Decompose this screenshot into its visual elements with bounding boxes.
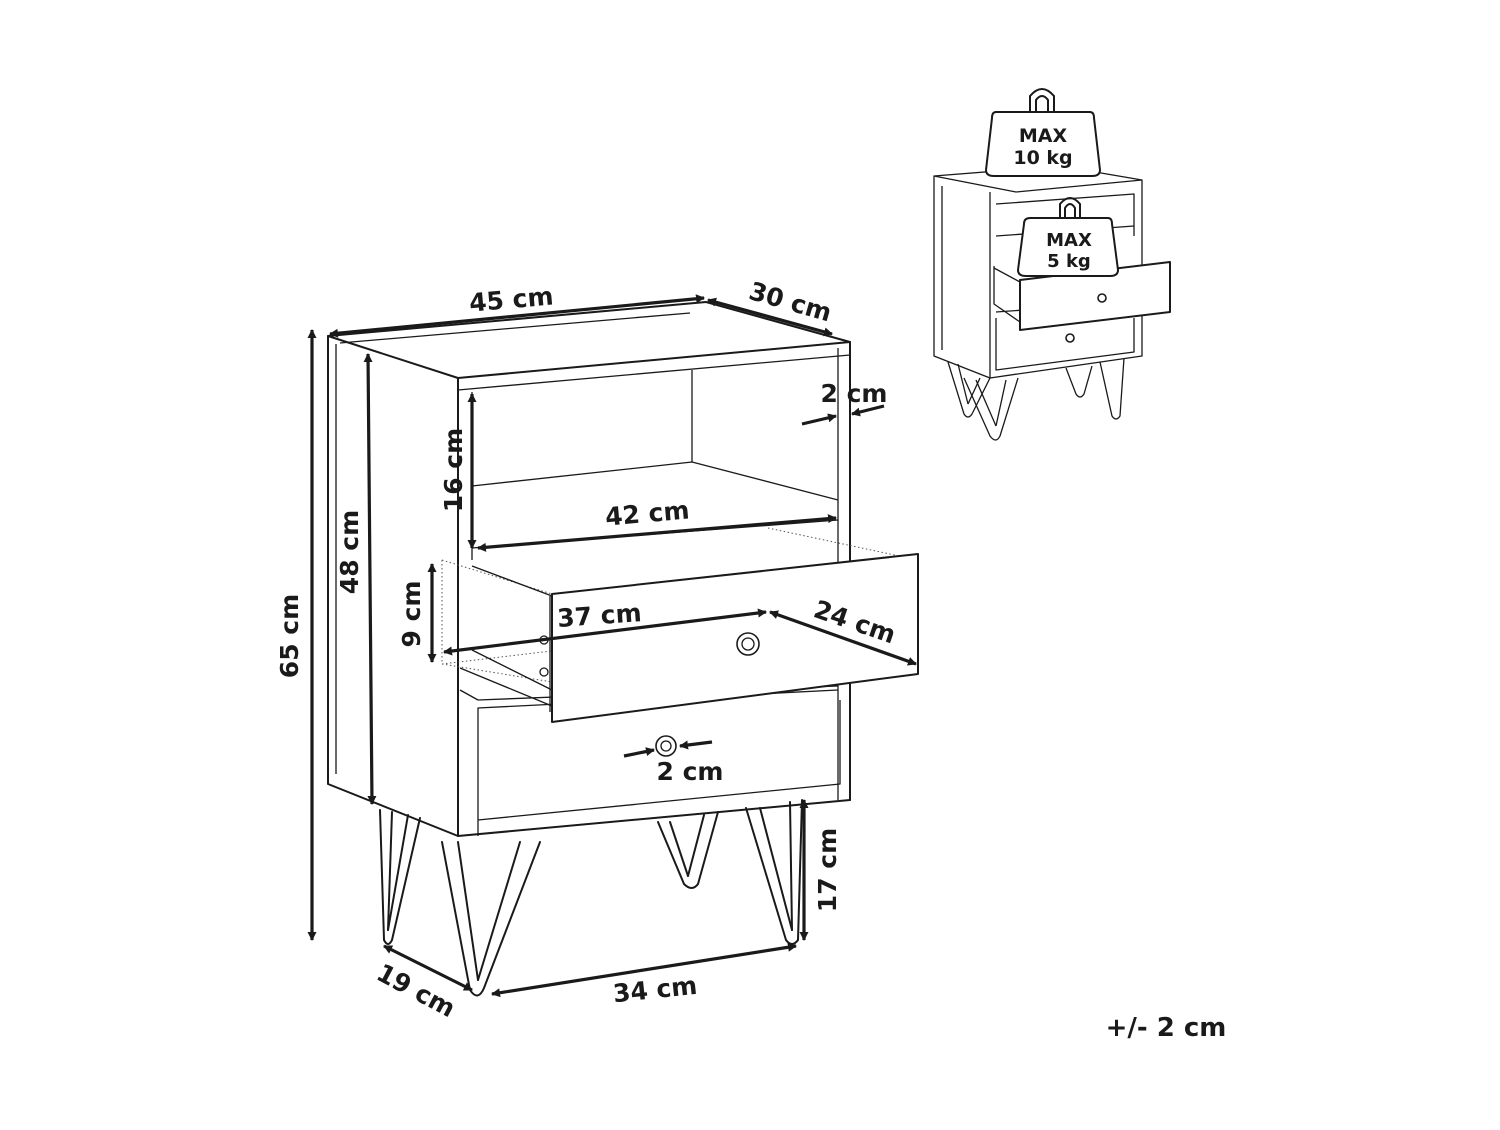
- weight-icon: MAX 10 kg: [985, 88, 1101, 177]
- label-total-height: 65 cm: [275, 594, 304, 678]
- dim-arrow-drawer-depth: [769, 610, 917, 666]
- leg-back-middle: [657, 811, 719, 889]
- label-drawer-height: 9 cm: [397, 581, 426, 648]
- dim-arrow-leg-spread-width: [491, 942, 797, 998]
- dim-arrow-shelf-width: [477, 514, 837, 552]
- tolerance-note: +/- 2 cm: [1106, 1013, 1227, 1043]
- dim-arrow-drawer-width: [443, 608, 767, 656]
- drawer-knob-icon: [736, 632, 760, 656]
- dim-arrow-leg-spread-depth: [383, 944, 473, 992]
- label-leg-spread-depth: 19 cm: [372, 958, 460, 1023]
- dimension-arrows: [307, 294, 917, 998]
- label-panel-thickness: 2 cm: [821, 379, 888, 408]
- label-shelf-width: 42 cm: [604, 495, 691, 531]
- weight-icon: MAX 5 kg: [1017, 197, 1119, 277]
- load-capacity-diagram: MAX 10 kg MAX 5 kg: [933, 88, 1171, 441]
- drawer-knob-icon: [655, 735, 677, 757]
- dim-arrow-depth: [707, 297, 833, 337]
- drawer-load-line1: MAX: [1046, 230, 1092, 251]
- top-load-line2: 10 kg: [1013, 147, 1072, 169]
- leg-front-left: [441, 841, 541, 997]
- label-shelf-height: 16 cm: [439, 428, 468, 512]
- label-body-height: 48 cm: [335, 510, 364, 594]
- top-load-line1: MAX: [1019, 125, 1068, 147]
- label-knob-diameter: 2 cm: [657, 757, 724, 786]
- leg-back-left: [379, 809, 421, 945]
- label-drawer-width: 37 cm: [556, 598, 642, 633]
- label-leg-spread-width: 34 cm: [612, 971, 699, 1009]
- label-leg-height: 17 cm: [813, 828, 842, 912]
- drawer-load-line2: 5 kg: [1047, 251, 1091, 272]
- leg-front-right: [745, 799, 803, 945]
- dim-arrow-body-height: [363, 353, 377, 805]
- dim-arrow-width: [329, 294, 705, 338]
- label-depth: 30 cm: [746, 276, 835, 327]
- cabinet-top: [327, 301, 851, 379]
